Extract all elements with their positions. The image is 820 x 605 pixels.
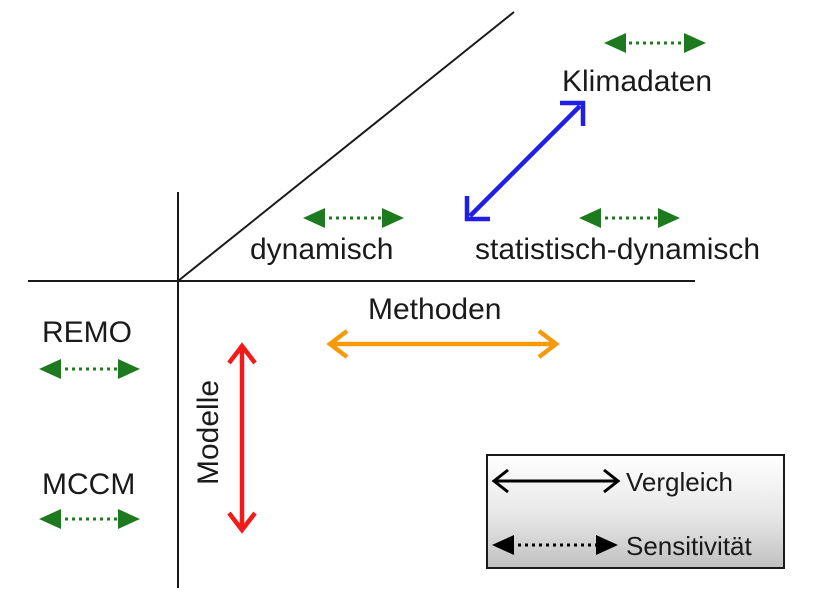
sensitivity-arrow-mccm — [39, 509, 140, 529]
klimadaten-comparison-arrow — [464, 100, 586, 222]
modelle-comparison-arrow — [227, 342, 257, 534]
legend-label-sensitivitaet: Sensitivität — [626, 531, 752, 561]
diagonal-axis — [177, 11, 515, 282]
label-dynamisch: dynamisch — [250, 233, 393, 266]
label-methoden: Methoden — [368, 293, 501, 326]
label-klimadaten: Klimadaten — [562, 65, 712, 98]
sensitivity-arrow-dynamisch — [303, 208, 404, 228]
legend-label-vergleich: Vergleich — [626, 467, 733, 497]
legend-vergleich-arrow — [491, 468, 621, 494]
sensitivity-arrow-klimadaten — [604, 33, 706, 53]
label-remo: REMO — [42, 316, 132, 349]
sensitivity-arrow-statistisch-dynamisch — [579, 208, 680, 228]
label-modelle: Modelle — [192, 380, 225, 485]
legend-box: Vergleich Sensitivität — [486, 454, 785, 569]
sensitivity-arrow-remo — [39, 359, 140, 379]
label-mccm: MCCM — [42, 468, 135, 501]
methoden-comparison-arrow — [326, 329, 560, 359]
label-statistisch-dynamisch: statistisch-dynamisch — [475, 233, 760, 266]
legend-sensitivitaet-arrow — [492, 535, 618, 555]
